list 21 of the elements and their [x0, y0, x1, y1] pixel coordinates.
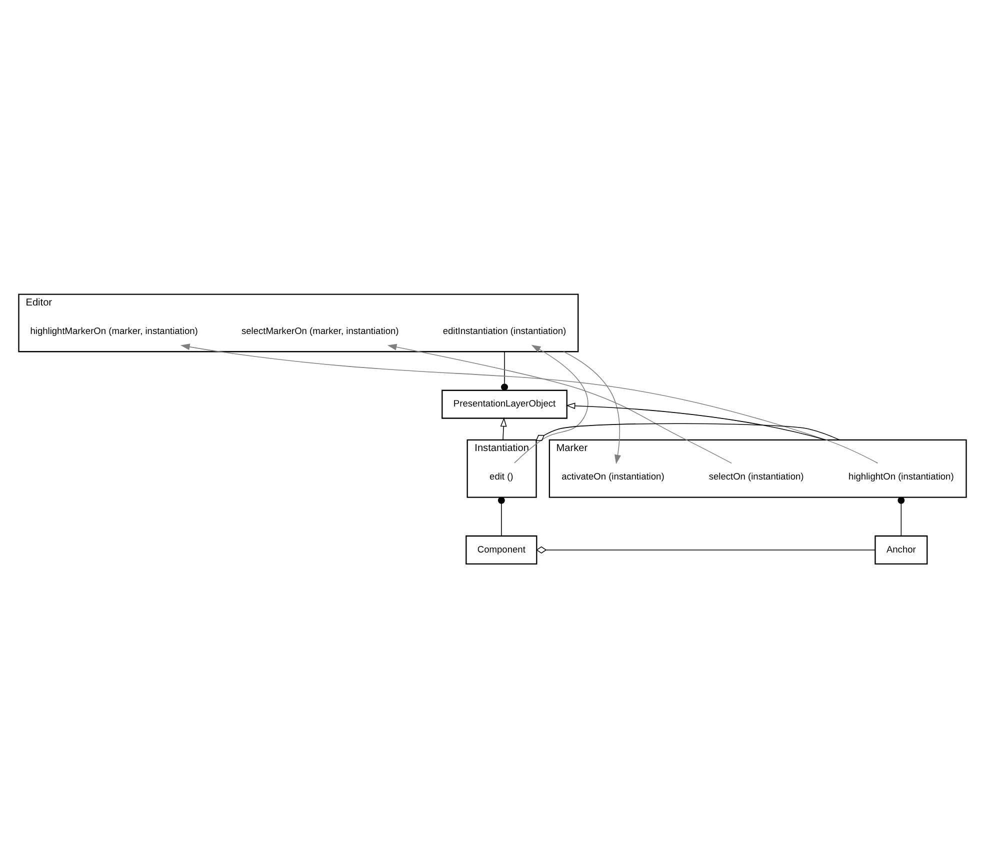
node-text: highlightOn (instantiation)	[848, 472, 954, 482]
node-text: editInstantiation (instantiation)	[442, 326, 566, 336]
arrow	[180, 344, 878, 464]
node-text: highlightMarkerOn (marker, instantiation)	[30, 326, 198, 336]
arrow	[514, 344, 588, 464]
node-box: Component	[466, 535, 538, 564]
connector	[898, 496, 905, 536]
connector	[536, 423, 840, 441]
node-box: PresentationLayerObject	[442, 390, 568, 419]
connector	[536, 546, 876, 554]
arrow	[500, 417, 507, 440]
node-box: Anchor	[874, 535, 928, 564]
connector	[498, 496, 505, 536]
connector	[501, 351, 508, 391]
node-text: selectMarkerOn (marker, instantiation)	[241, 326, 399, 336]
node-text: edit ()	[490, 472, 514, 482]
node-text: activateOn (instantiation)	[562, 472, 664, 482]
arrow	[387, 344, 732, 464]
node-text: selectOn (instantiation)	[708, 472, 804, 482]
arrow	[566, 402, 826, 440]
arrow	[563, 351, 621, 464]
